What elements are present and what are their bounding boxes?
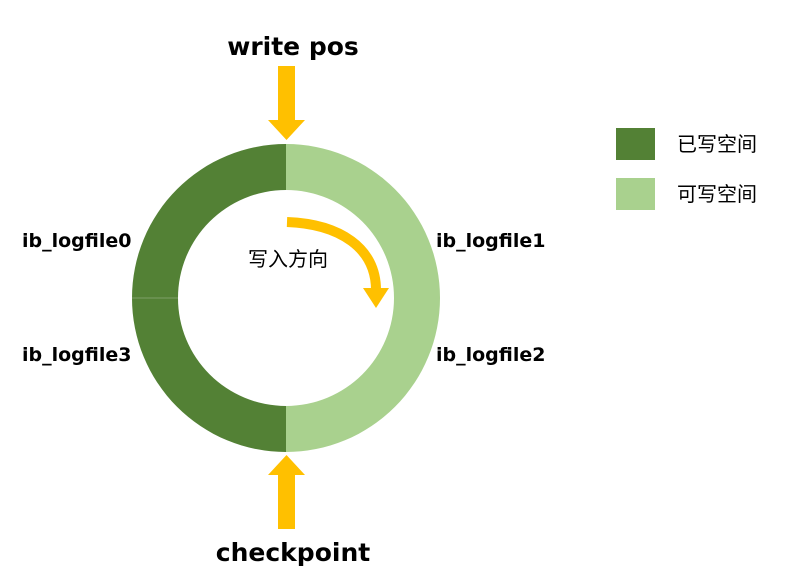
legend-label-written: 已写空间	[677, 132, 757, 156]
log-ring	[132, 144, 440, 452]
write-direction-label: 写入方向	[248, 247, 328, 271]
ring-segment-logfile1	[286, 144, 440, 298]
write-pos-label: write pos	[227, 32, 359, 61]
ring-segment-logfile3	[132, 298, 286, 452]
legend-swatch-writable	[616, 178, 655, 210]
logfile0-label: ib_logfile0	[22, 230, 131, 252]
logfile3-label: ib_logfile3	[22, 344, 131, 366]
logfile2-label: ib_logfile2	[436, 344, 545, 366]
legend-swatch-written	[616, 128, 655, 160]
checkpoint-label: checkpoint	[216, 538, 370, 567]
legend-label-writable: 可写空间	[677, 182, 757, 206]
write-pos-arrow	[268, 66, 305, 140]
write-direction-arrow	[286, 217, 389, 308]
ring-segment-logfile2	[286, 298, 440, 452]
checkpoint-arrow	[268, 455, 305, 529]
ring-segment-logfile0	[132, 144, 286, 298]
logfile1-label: ib_logfile1	[436, 230, 545, 252]
legend: 已写空间 可写空间	[616, 128, 757, 210]
